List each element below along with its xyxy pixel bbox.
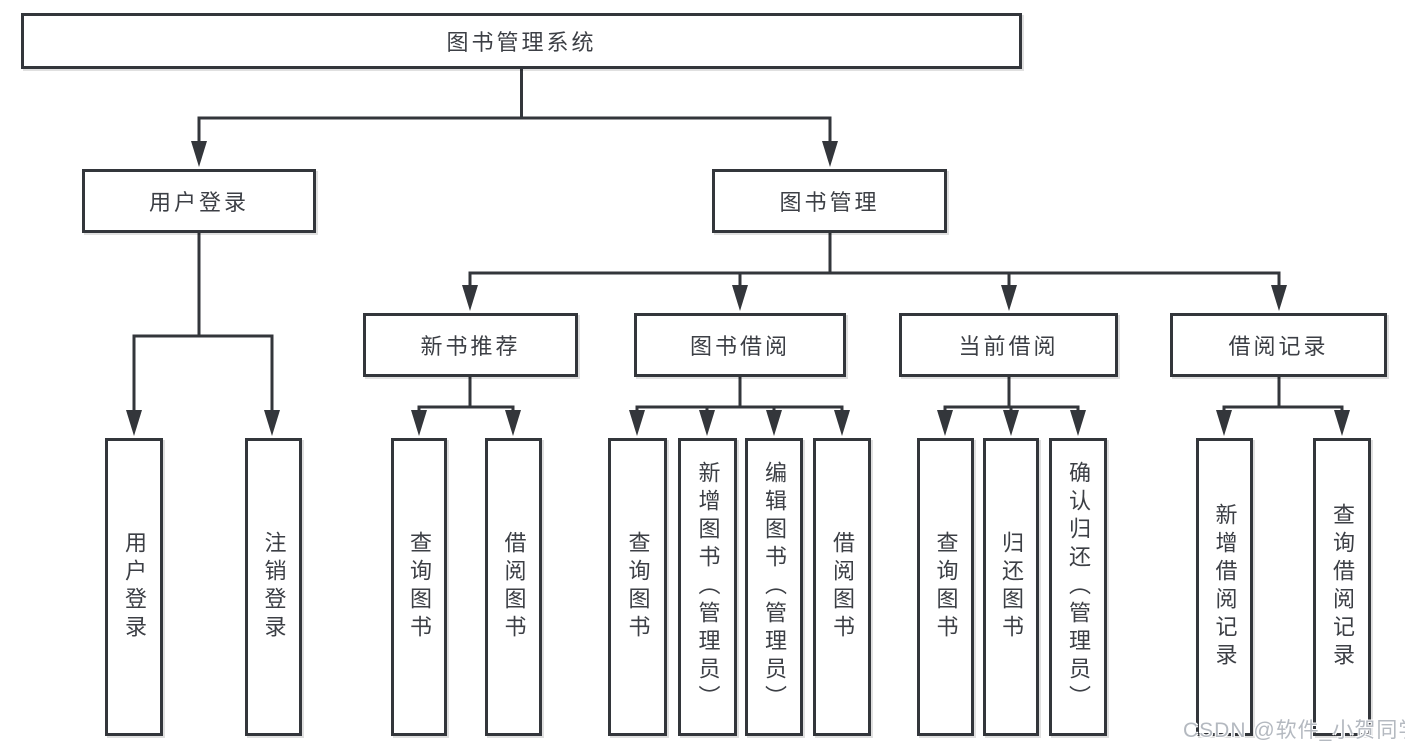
leaf-bookborrow-add: 新增图书（管理员）: [678, 438, 737, 736]
leaf-currentborrow-query: 查询图书: [917, 438, 974, 736]
leaf-bookborrow-query-label: 查询图书: [625, 531, 651, 643]
leaf-borrowrecord-add-label: 新增借阅记录: [1212, 503, 1238, 671]
node-borrow-record: 借阅记录: [1170, 313, 1387, 377]
node-borrow-record-label: 借阅记录: [1228, 334, 1329, 359]
leaf-logout: 注销登录: [245, 438, 302, 736]
leaf-bookborrow-add-label: 新增图书（管理员）: [695, 461, 721, 713]
leaf-bookborrow-borrow-label: 借阅图书: [830, 531, 855, 643]
leaf-newbook-query-label: 查询图书: [407, 531, 432, 643]
leaf-newbook-borrow-label: 借阅图书: [501, 531, 527, 643]
leaf-newbook-borrow: 借阅图书: [485, 438, 542, 736]
connector-currentborrow-to-leaves: [937, 377, 1086, 436]
node-root: 图书管理系统: [21, 13, 1022, 69]
node-current-borrow: 当前借阅: [899, 313, 1118, 377]
leaf-borrowrecord-add: 新增借阅记录: [1196, 438, 1253, 736]
leaf-user-login-label: 用户登录: [122, 531, 147, 643]
leaf-borrowrecord-query: 查询借阅记录: [1313, 438, 1371, 736]
connector-root-to-level2: [191, 68, 838, 167]
leaf-newbook-query: 查询图书: [391, 438, 447, 736]
leaf-bookborrow-edit: 编辑图书（管理员）: [745, 438, 803, 736]
leaf-logout-label: 注销登录: [261, 531, 287, 643]
leaf-currentborrow-confirm-label: 确认归还（管理员）: [1066, 461, 1091, 713]
node-user-login: 用户登录: [82, 169, 316, 233]
node-book-management-label: 图书管理: [779, 190, 880, 215]
node-book-borrow-label: 图书借阅: [689, 334, 790, 359]
leaf-user-login: 用户登录: [105, 438, 163, 736]
node-root-label: 图书管理系统: [446, 30, 597, 55]
leaf-bookborrow-edit-label: 编辑图书（管理员）: [762, 461, 787, 713]
connector-bookborrow-to-leaves: [629, 377, 850, 436]
node-book-borrow: 图书借阅: [634, 313, 846, 377]
leaf-currentborrow-confirm: 确认归还（管理员）: [1049, 438, 1107, 736]
leaf-bookborrow-borrow: 借阅图书: [813, 438, 871, 736]
node-book-management: 图书管理: [712, 169, 947, 233]
leaf-currentborrow-return: 归还图书: [983, 438, 1039, 736]
node-current-borrow-label: 当前借阅: [958, 334, 1059, 359]
connector-userlogin-to-leaves: [126, 233, 280, 436]
leaf-currentborrow-return-label: 归还图书: [999, 531, 1024, 643]
leaf-borrowrecord-query-label: 查询借阅记录: [1330, 503, 1355, 671]
node-user-login-label: 用户登录: [148, 190, 249, 215]
node-new-book-recommend-label: 新书推荐: [420, 334, 521, 359]
leaf-currentborrow-query-label: 查询图书: [933, 531, 959, 643]
connector-newbook-to-leaves: [411, 377, 521, 436]
csdn-watermark: CSDN @软件_小贺同学: [1183, 719, 1405, 742]
connector-borrowrecord-to-leaves: [1216, 377, 1350, 436]
node-new-book-recommend: 新书推荐: [363, 313, 578, 377]
connector-bookmgmt-to-level3: [462, 233, 1287, 311]
leaf-bookborrow-query: 查询图书: [608, 438, 667, 736]
